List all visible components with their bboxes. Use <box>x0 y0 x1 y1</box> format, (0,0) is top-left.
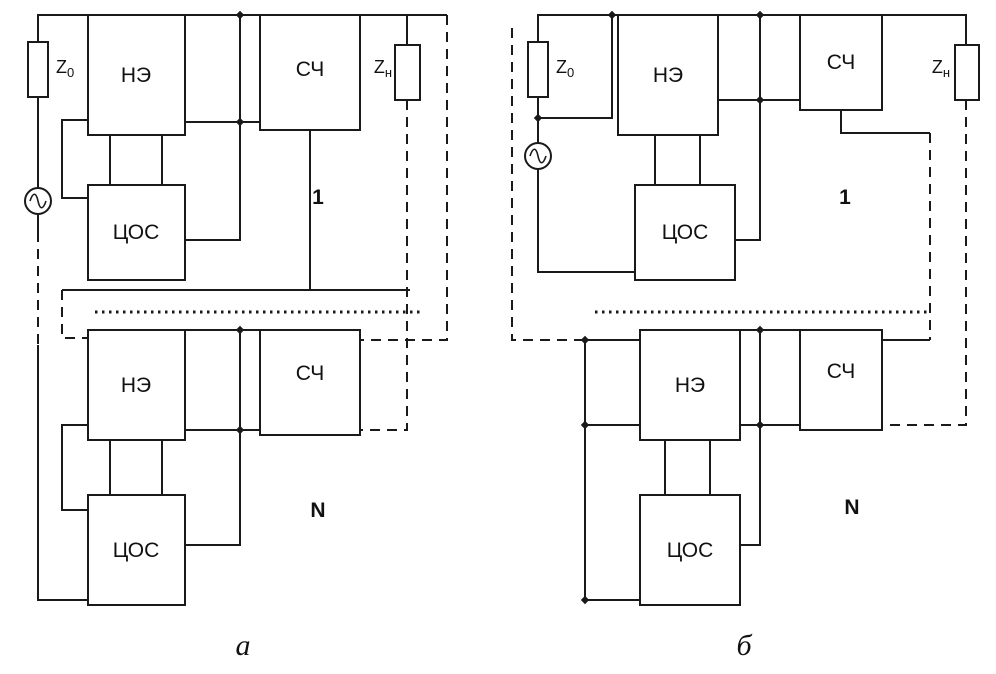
bottom-return-wire-a <box>37 345 88 601</box>
section-label-last-a: N <box>310 499 325 522</box>
wire <box>537 169 635 273</box>
z-load-sub-a: н <box>385 65 392 80</box>
wire <box>882 14 967 45</box>
z-source-label-a: Z0 <box>56 57 74 80</box>
block-sch-bottom-label-a: СЧ <box>296 362 324 385</box>
block-sch-bottom-b <box>799 329 883 431</box>
panel-caption-b: б <box>736 629 752 662</box>
block-ne-top-label-b: НЭ <box>653 64 683 87</box>
wire <box>840 110 930 134</box>
section-label-last-b: N <box>844 496 859 519</box>
block-sch-bottom-a <box>259 329 361 436</box>
feedback-loop-wire-a <box>61 119 88 199</box>
z-load-label-a: Zн <box>374 57 392 80</box>
junction-dot <box>755 95 765 105</box>
z-source-sub-b: 0 <box>567 65 574 80</box>
z-source-box-a <box>27 41 49 98</box>
block-ne-top-label-a: НЭ <box>121 64 151 87</box>
z-load-base-a: Z <box>374 57 385 77</box>
section-label-first-a: 1 <box>312 186 324 209</box>
panel-caption-a: а <box>236 629 251 662</box>
z-load-sub-b: н <box>943 65 950 80</box>
z-load-base-b: Z <box>932 57 943 77</box>
block-sch-top-label-a: СЧ <box>296 58 324 81</box>
wire <box>538 15 613 119</box>
junction-dot <box>533 113 543 123</box>
junction-dot <box>235 117 245 127</box>
z-load-label-b: Zн <box>932 57 950 80</box>
block-cos-top-b <box>634 184 736 281</box>
z-load-box-a <box>394 44 421 101</box>
junction-dot <box>580 595 590 605</box>
ac-source-icon <box>24 187 52 215</box>
block-cos-bottom-b <box>639 494 741 606</box>
block-cos-top-a <box>87 184 186 281</box>
block-ne-bottom-label-b: НЭ <box>675 374 705 397</box>
block-sch-top-label-b: СЧ <box>827 51 855 74</box>
junction-dot <box>755 325 765 335</box>
right-dashed-wire-a <box>360 15 448 341</box>
block-cos-bottom-label-b: ЦОС <box>667 539 714 562</box>
ac-source-icon <box>524 142 552 170</box>
block-ne-bottom-label-a: НЭ <box>121 374 151 397</box>
junction-dot <box>235 325 245 335</box>
feedback-loop-wire-a2 <box>61 424 88 511</box>
block-cos-top-label-a: ЦОС <box>113 221 160 244</box>
junction-dot <box>755 420 765 430</box>
junction-dot <box>755 10 765 20</box>
junction-dot <box>235 425 245 435</box>
left-dashed-wire-b <box>511 28 585 341</box>
wire <box>61 290 88 339</box>
junction-dot <box>580 335 590 345</box>
block-cos-bottom-label-a: ЦОС <box>113 539 160 562</box>
z-source-box-b <box>527 41 549 98</box>
wire <box>185 430 241 546</box>
load-dashed-wire-a <box>360 100 408 431</box>
block-cos-top-label-b: ЦОС <box>662 221 709 244</box>
junction-dot <box>607 10 617 20</box>
block-sch-top-a <box>259 14 361 131</box>
load-dashed-wire-b <box>882 100 967 426</box>
junction-dot <box>580 420 590 430</box>
panel-b: Z0 НЭ СЧ Zн ЦОС НЭ СЧ ЦОС 1 N б <box>511 10 980 662</box>
z-source-base-b: Z <box>556 57 567 77</box>
block-ne-top-b <box>617 14 719 136</box>
z-source-label-b: Z0 <box>556 57 574 80</box>
wire <box>740 425 761 546</box>
block-ne-top-a <box>87 14 186 136</box>
block-sch-bottom-label-b: СЧ <box>827 360 855 383</box>
z-load-box-b <box>954 44 980 101</box>
wire <box>185 122 241 241</box>
z-source-base-a: Z <box>56 57 67 77</box>
panel-a: Z0 НЭ СЧ Zн ЦОС НЭ СЧ ЦОС 1 N а <box>24 10 448 662</box>
block-cos-bottom-a <box>87 494 186 606</box>
block-ne-bottom-b <box>639 329 741 441</box>
block-sch-top-b <box>799 14 883 111</box>
wire <box>735 100 761 241</box>
section-label-first-b: 1 <box>839 186 851 209</box>
block-ne-bottom-a <box>87 329 186 441</box>
junction-dot <box>235 10 245 20</box>
z-source-sub-a: 0 <box>67 65 74 80</box>
